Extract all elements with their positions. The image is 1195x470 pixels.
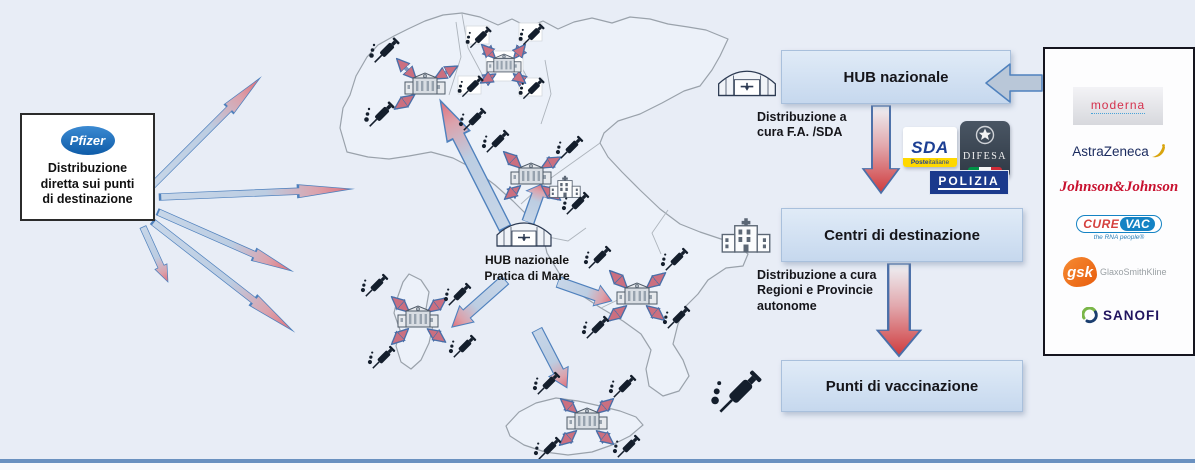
hub-nazionale-box: HUB nazionale — [781, 50, 1011, 104]
sda-logo-text: SDA — [911, 138, 949, 157]
syringe-icon — [581, 314, 611, 342]
glaxosmithkline-text: GlaxoSmithKline — [1100, 267, 1167, 277]
astrazeneca-mortar-icon — [1151, 144, 1165, 158]
syringe-icon — [448, 333, 478, 361]
curevac-logo: CURE VAC the RNA people® — [1065, 215, 1173, 241]
centri-distribution-note: Distribuzione a cura Regioni e Provincie… — [757, 268, 877, 313]
difesa-logo-text: DIFESA — [962, 151, 1007, 162]
poste-italiane-strip: Posteitaliane — [903, 158, 957, 167]
sanofi-logo-text: SANOFI — [1102, 308, 1160, 323]
astrazeneca-logo-text: AstraZeneca — [1072, 144, 1149, 159]
pfizer-logo-text: Pfizer — [69, 133, 106, 149]
hospital-icon — [721, 217, 771, 253]
polizia-logo: POLIZIA — [929, 170, 1009, 195]
national-hub-label: HUB nazionale Pratica di Mare — [484, 253, 570, 283]
curevac-tagline: the RNA people® — [1093, 234, 1145, 241]
curevac-vac-text: VAC — [1120, 217, 1155, 231]
gsk-logo-text: gsk — [1067, 263, 1093, 281]
hub-nazionale-title: HUB nazionale — [843, 68, 949, 86]
poste-label: Poste — [910, 159, 929, 166]
polizia-logo-text: POLIZIA — [938, 174, 1000, 190]
flow-stage-icons — [717, 70, 777, 253]
arrow-pfizer-1 — [144, 72, 266, 194]
punti-vaccinazione-box: Punti di vaccinazione — [781, 360, 1023, 412]
syringe-icon — [709, 368, 764, 418]
italiane-label: italiane — [928, 159, 950, 166]
pfizer-logo: Pfizer — [60, 126, 115, 156]
centri-destinazione-box: Centri di destinazione — [781, 208, 1023, 262]
sanofi-bird-icon — [1081, 307, 1098, 324]
moderna-logo: moderna — [1073, 87, 1163, 125]
syringe-icon — [443, 281, 473, 309]
pfizer-direct-distribution-box: Pfizer Distribuzione diretta sui punti d… — [20, 113, 155, 221]
sanofi-logo: SANOFI — [1071, 307, 1171, 324]
syringe-icon — [367, 344, 397, 372]
gsk-blob-icon: gsk — [1063, 257, 1097, 287]
astrazeneca-logo: AstraZeneca — [1059, 143, 1179, 160]
curevac-wordmark: CURE VAC — [1076, 215, 1162, 233]
arrow-pfizer-2 — [158, 181, 354, 205]
johnson-and-johnson-logo: Johnson&Johnson — [1059, 179, 1179, 195]
hangar-icon — [717, 70, 777, 97]
syringe-icon — [360, 272, 390, 300]
sda-logo: SDA Posteitaliane — [903, 127, 957, 167]
suppliers-to-hub-arrow — [985, 63, 1043, 103]
republic-emblem-icon — [975, 125, 995, 145]
moderna-logo-text: moderna — [1090, 98, 1146, 114]
gsk-logo: gsk GlaxoSmithKline — [1063, 257, 1181, 287]
syringe-icon — [608, 373, 638, 401]
curevac-cure-text: CURE — [1083, 217, 1120, 231]
hub-distribution-note: Distribuzione a cura F.A. /SDA — [757, 110, 847, 140]
bottom-rule — [0, 459, 1195, 463]
centri-destinazione-title: Centri di destinazione — [824, 226, 980, 244]
punti-vaccinazione-title: Punti di vaccinazione — [825, 377, 979, 395]
pfizer-distribution-label: Distribuzione diretta sui punti di desti… — [40, 161, 135, 207]
vaccine-suppliers-box: moderna AstraZeneca Johnson&Johnson CURE… — [1043, 47, 1195, 356]
syringe-icon — [532, 370, 562, 398]
local-distribution-arrows — [393, 46, 664, 444]
arrow-pfizer-4 — [148, 215, 298, 338]
bottom-strip — [0, 463, 1195, 470]
